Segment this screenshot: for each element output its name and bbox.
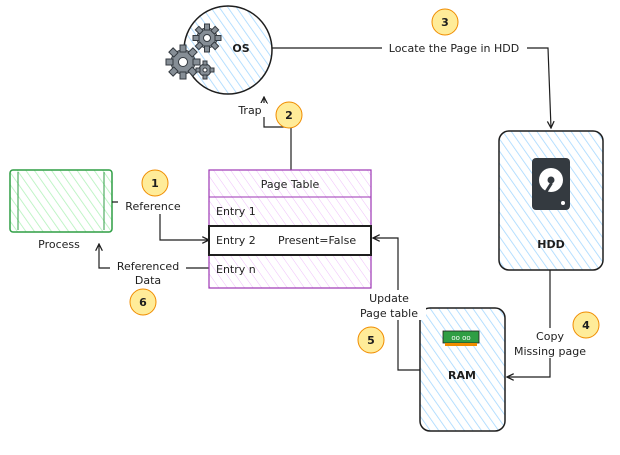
gears-icon — [165, 23, 222, 80]
ram-node: oo oo RAM — [419, 307, 506, 432]
hard-drive-icon — [532, 158, 570, 210]
os-circle — [183, 5, 273, 95]
referenced-data-label-2: Data — [135, 274, 161, 287]
svg-text:6: 6 — [139, 296, 147, 309]
svg-text:4: 4 — [582, 319, 590, 332]
referenced-data-label-1: Referenced — [117, 260, 179, 273]
os-label: OS — [232, 42, 249, 55]
page-table-title: Page Table — [261, 178, 320, 191]
trap-arrow: Trap — [233, 97, 292, 170]
process-box — [9, 169, 113, 233]
hdd-label: HDD — [537, 238, 564, 251]
step-badge-3: 3 — [431, 8, 459, 36]
process-node: Process — [9, 169, 113, 251]
entry-n-label: Entry n — [216, 263, 256, 276]
entry-2-highlight — [208, 225, 372, 256]
entry-2-status: Present=False — [278, 234, 356, 247]
hdd-node: HDD — [498, 130, 604, 271]
step-badge-2: 2 — [275, 101, 303, 129]
trap-label: Trap — [237, 104, 261, 117]
os-node: OS — [165, 5, 273, 95]
locate-label: Locate the Page in HDD — [389, 42, 519, 55]
svg-text:oo oo: oo oo — [451, 334, 470, 342]
step-badge-6: 6 — [129, 288, 157, 316]
copy-label-2: Missing page — [514, 345, 586, 358]
reference-arrow: Reference — [112, 200, 209, 240]
svg-text:1: 1 — [151, 177, 159, 190]
process-label: Process — [38, 238, 80, 251]
locate-arrow: Locate the Page in HDD — [272, 41, 551, 128]
update-label-2: Page table — [360, 307, 418, 320]
copy-label-1: Copy — [536, 330, 564, 343]
reference-label: Reference — [125, 200, 181, 213]
svg-text:2: 2 — [285, 109, 293, 122]
update-label-1: Update — [369, 292, 409, 305]
ram-label: RAM — [448, 369, 476, 382]
step-badges: 1 2 3 4 5 6 — [129, 8, 600, 354]
svg-text:5: 5 — [367, 334, 375, 347]
page-table: Page Table Entry 1 Entry 2 Present=False… — [208, 169, 372, 289]
memory-chip-icon: oo oo — [442, 330, 480, 346]
step-badge-1: 1 — [141, 169, 169, 197]
svg-text:3: 3 — [441, 16, 449, 29]
step-badge-4: 4 — [572, 311, 600, 339]
update-arrow: Update Page table — [354, 238, 426, 371]
entry-2-label: Entry 2 — [216, 234, 256, 247]
referenced-data-arrow: Referenced Data — [99, 244, 209, 287]
step-badge-5: 5 — [357, 326, 385, 354]
entry-1-label: Entry 1 — [216, 205, 256, 218]
